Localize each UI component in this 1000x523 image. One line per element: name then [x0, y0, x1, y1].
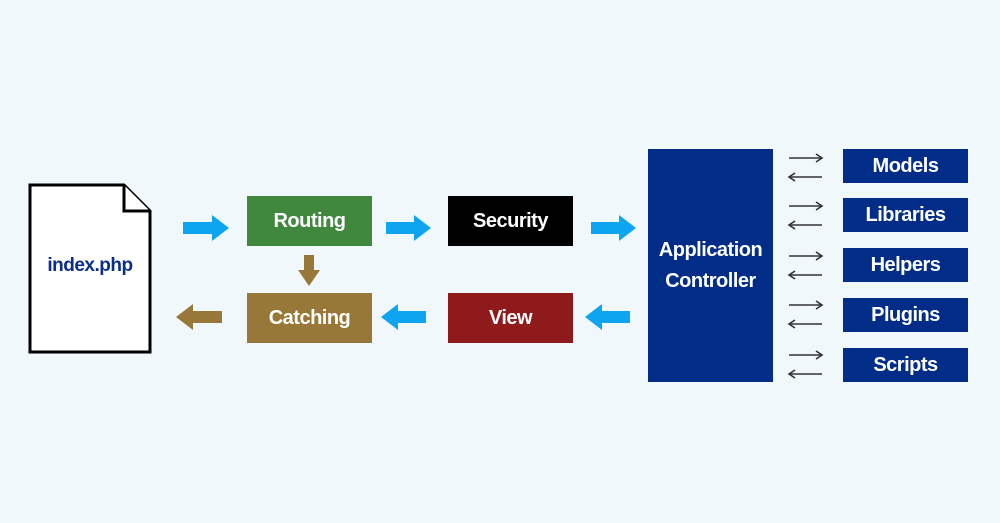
- application-controller-box: Application Controller: [648, 149, 773, 382]
- security-label: Security: [473, 209, 548, 232]
- catching-label: Catching: [268, 306, 351, 329]
- arrow-right-icon: [386, 215, 431, 241]
- models-label: Models: [872, 154, 939, 177]
- catching-box: Catching: [247, 293, 372, 343]
- helpers-box: Helpers: [843, 248, 968, 282]
- routing-label: Routing: [273, 209, 346, 232]
- arrow-right-icon: [183, 215, 229, 241]
- controller-label-line1: Application: [658, 238, 763, 261]
- arrow-down-icon: [298, 255, 320, 286]
- scripts-box: Scripts: [843, 348, 968, 382]
- routing-box: Routing: [247, 196, 372, 246]
- arrow-left-icon: [176, 304, 222, 330]
- file-document-icon: [28, 183, 152, 354]
- bidirectional-arrow-icon: [787, 201, 824, 230]
- bidirectional-arrow-icon: [787, 251, 824, 280]
- bidirectional-arrow-icon: [787, 300, 824, 329]
- view-label: View: [488, 306, 533, 329]
- view-box: View: [448, 293, 573, 343]
- arrow-left-icon: [381, 304, 426, 330]
- scripts-label: Scripts: [873, 353, 938, 376]
- helpers-label: Helpers: [870, 253, 941, 276]
- controller-label-line2: Controller: [665, 269, 756, 292]
- file-label: index.php: [47, 255, 133, 276]
- plugins-box: Plugins: [843, 298, 968, 332]
- models-box: Models: [843, 149, 968, 183]
- libraries-box: Libraries: [843, 198, 968, 232]
- arrow-right-icon: [591, 215, 636, 241]
- bidirectional-arrow-icon: [787, 153, 824, 182]
- bidirectional-arrow-icon: [787, 350, 824, 379]
- bidirectional-arrows: [787, 153, 824, 379]
- libraries-label: Libraries: [865, 203, 946, 226]
- arrow-left-icon: [585, 304, 630, 330]
- security-box: Security: [448, 196, 573, 246]
- plugins-label: Plugins: [871, 303, 940, 326]
